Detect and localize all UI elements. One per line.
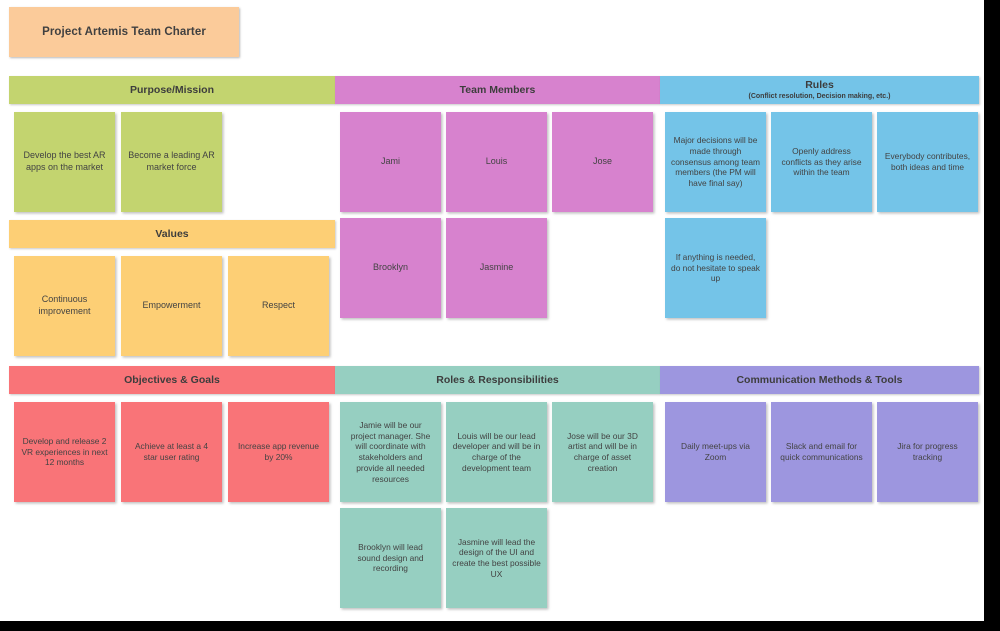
card-text: Respect	[261, 300, 296, 311]
card-text: Everybody contributes, both ideas and ti…	[884, 151, 971, 172]
card-text: Achieve at least a 4 star user rating	[134, 441, 209, 462]
card-text: Jira for progress tracking	[897, 441, 958, 462]
section-header-objectives-goals[interactable]: Objectives & Goals	[9, 366, 335, 394]
card-role-3[interactable]: Jose will be our 3D artist and will be i…	[552, 402, 653, 502]
card-purpose-1[interactable]: Develop the best AR apps on the market	[14, 112, 115, 212]
section-title-roles-responsibilities: Roles & Responsibilities	[436, 373, 559, 386]
card-text: Become a leading AR market force	[128, 150, 215, 172]
card-text: Louis	[485, 156, 508, 167]
card-values-1[interactable]: Continuous improvement	[14, 256, 115, 356]
card-team-member-3[interactable]: Jose	[552, 112, 653, 212]
card-rule-1[interactable]: Major decisions will be made through con…	[665, 112, 766, 212]
section-header-roles-responsibilities[interactable]: Roles & Responsibilities	[335, 366, 660, 394]
card-rule-4[interactable]: If anything is needed, do not hesitate t…	[665, 218, 766, 318]
card-text: Brooklyn	[372, 262, 408, 273]
card-values-3[interactable]: Respect	[228, 256, 329, 356]
card-communication-3[interactable]: Jira for progress tracking	[877, 402, 978, 502]
charter-title-box[interactable]: Project Artemis Team Charter	[9, 7, 239, 57]
card-text: Continuous improvement	[38, 294, 91, 316]
card-text: Empowerment	[142, 300, 201, 311]
section-subtitle-rules: (Conflict resolution, Decision making, e…	[748, 93, 891, 101]
card-text: Daily meet-ups via Zoom	[681, 441, 750, 462]
section-title-values: Values	[155, 227, 189, 240]
card-text: Jasmine will lead the design of the UI a…	[452, 536, 541, 579]
card-text: Jose will be our 3D artist and will be i…	[567, 430, 638, 473]
card-role-1[interactable]: Jamie will be our project manager. She w…	[340, 402, 441, 502]
card-text: Jasmine	[479, 262, 514, 273]
card-text: Louis will be our lead developer and wil…	[452, 430, 541, 473]
card-communication-1[interactable]: Daily meet-ups via Zoom	[665, 402, 766, 502]
card-text: Major decisions will be made through con…	[671, 135, 760, 189]
card-objectives-2[interactable]: Achieve at least a 4 star user rating	[121, 402, 222, 502]
card-rule-2[interactable]: Openly address conflicts as they arise w…	[771, 112, 872, 212]
card-text: Jose	[592, 156, 612, 167]
card-text: Brooklyn will lead sound design and reco…	[357, 541, 424, 574]
section-header-values[interactable]: Values	[9, 220, 335, 248]
card-communication-2[interactable]: Slack and email for quick communications	[771, 402, 872, 502]
section-header-communication-methods-tools[interactable]: Communication Methods & Tools	[660, 366, 979, 394]
card-text: Increase app revenue by 20%	[237, 441, 319, 462]
card-rule-3[interactable]: Everybody contributes, both ideas and ti…	[877, 112, 978, 212]
card-purpose-2[interactable]: Become a leading AR market force	[121, 112, 222, 212]
card-role-2[interactable]: Louis will be our lead developer and wil…	[446, 402, 547, 502]
section-title-purpose-mission: Purpose/Mission	[129, 83, 214, 96]
card-text: Openly address conflicts as they arise w…	[781, 145, 862, 178]
card-team-member-5[interactable]: Jasmine	[446, 218, 547, 318]
card-objectives-3[interactable]: Increase app revenue by 20%	[228, 402, 329, 502]
section-title-rules: Rules	[805, 79, 834, 92]
section-header-rules[interactable]: Rules (Conflict resolution, Decision mak…	[660, 76, 979, 104]
card-objectives-1[interactable]: Develop and release 2 VR experiences in …	[14, 402, 115, 502]
card-text: Jami	[380, 156, 400, 167]
card-role-4[interactable]: Brooklyn will lead sound design and reco…	[340, 508, 441, 608]
page-title: Project Artemis Team Charter	[42, 26, 206, 38]
card-text: Develop and release 2 VR experiences in …	[21, 435, 108, 468]
card-text: If anything is needed, do not hesitate t…	[671, 251, 760, 284]
section-header-purpose-mission[interactable]: Purpose/Mission	[9, 76, 335, 104]
section-title-communication-methods-tools: Communication Methods & Tools	[736, 373, 903, 386]
card-team-member-4[interactable]: Brooklyn	[340, 218, 441, 318]
charter-board: Project Artemis Team Charter Purpose/Mis…	[0, 0, 984, 621]
card-text: Develop the best AR apps on the market	[23, 150, 106, 172]
card-text: Slack and email for quick communications	[780, 441, 863, 462]
section-title-team-members: Team Members	[459, 83, 536, 96]
card-text: Jamie will be our project manager. She w…	[350, 419, 431, 484]
card-values-2[interactable]: Empowerment	[121, 256, 222, 356]
card-team-member-2[interactable]: Louis	[446, 112, 547, 212]
section-header-team-members[interactable]: Team Members	[335, 76, 660, 104]
card-team-member-1[interactable]: Jami	[340, 112, 441, 212]
section-title-objectives-goals: Objectives & Goals	[124, 373, 220, 386]
card-role-5[interactable]: Jasmine will lead the design of the UI a…	[446, 508, 547, 608]
